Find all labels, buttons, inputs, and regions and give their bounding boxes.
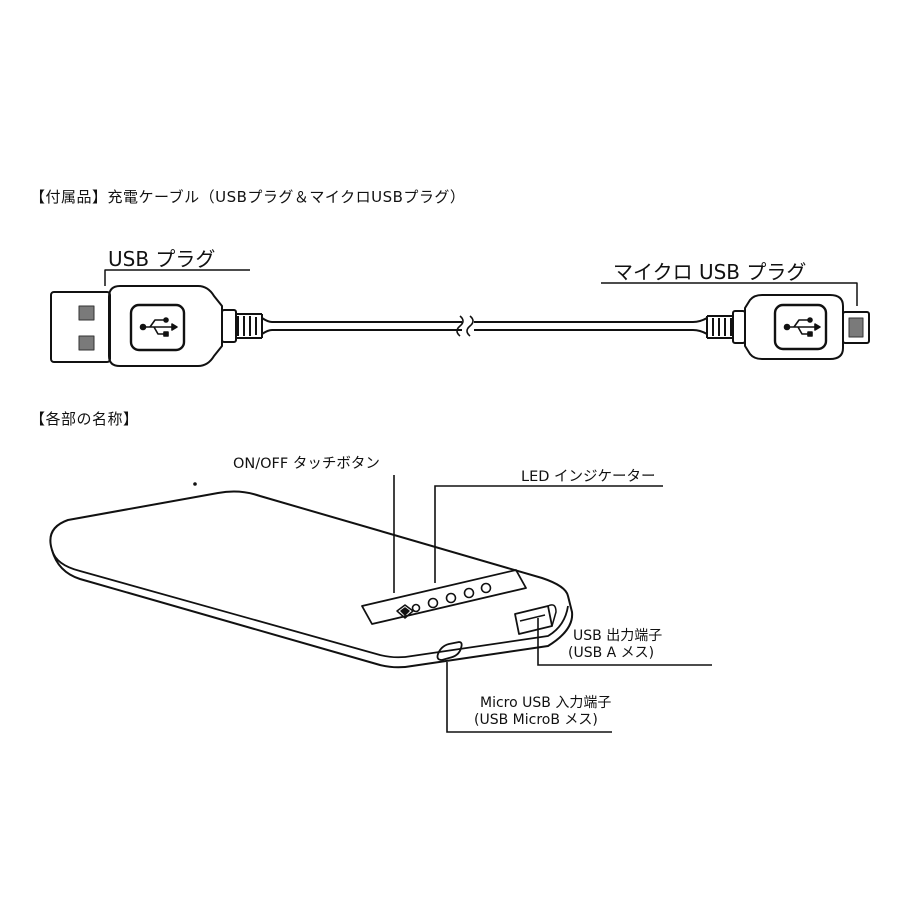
usb-symbol-icon xyxy=(783,317,821,337)
cable-section-heading: 【付属品】充電ケーブル（USBプラグ＆マイクロUSBプラグ） xyxy=(30,188,466,206)
usb-output-label-1: USB 出力端子 xyxy=(573,628,663,644)
led-callout xyxy=(434,485,663,583)
usb-symbol-icon xyxy=(139,317,178,337)
led-dot-icon xyxy=(411,582,492,613)
micro-usb-plug-body xyxy=(692,294,870,360)
part-callouts xyxy=(393,475,712,733)
touch-button-icon xyxy=(396,604,414,619)
usb-a-metal-tip xyxy=(50,291,111,363)
micro-usb-input-label-1: Micro USB 入力端子 xyxy=(480,695,612,711)
cable-wire xyxy=(272,315,693,337)
usb-output-label-2: (USB A メス) xyxy=(568,645,655,661)
power-bank-device xyxy=(49,482,574,669)
micro-usb-plug-label: マイクロ USB プラグ xyxy=(613,260,807,284)
usb-output-callout xyxy=(537,618,712,666)
usb-plug-label: USB プラグ xyxy=(108,247,216,271)
micro-usb-input-callout xyxy=(446,662,612,733)
control-panel xyxy=(361,569,527,625)
micro-usb-input-port xyxy=(436,641,463,661)
micro-usb-plug-callout xyxy=(601,282,858,306)
micro-usb-input-label-2: (USB MicroB メス) xyxy=(474,712,598,728)
usb-output-port xyxy=(514,604,557,635)
led-indicator-label: LED インジケーター xyxy=(521,469,656,485)
usb-plug-callout xyxy=(104,269,250,286)
on-off-button-label: ON/OFF タッチボタン xyxy=(233,456,380,472)
parts-section-heading: 【各部の名称】 xyxy=(30,410,139,428)
usb-a-plug-body xyxy=(108,285,273,367)
